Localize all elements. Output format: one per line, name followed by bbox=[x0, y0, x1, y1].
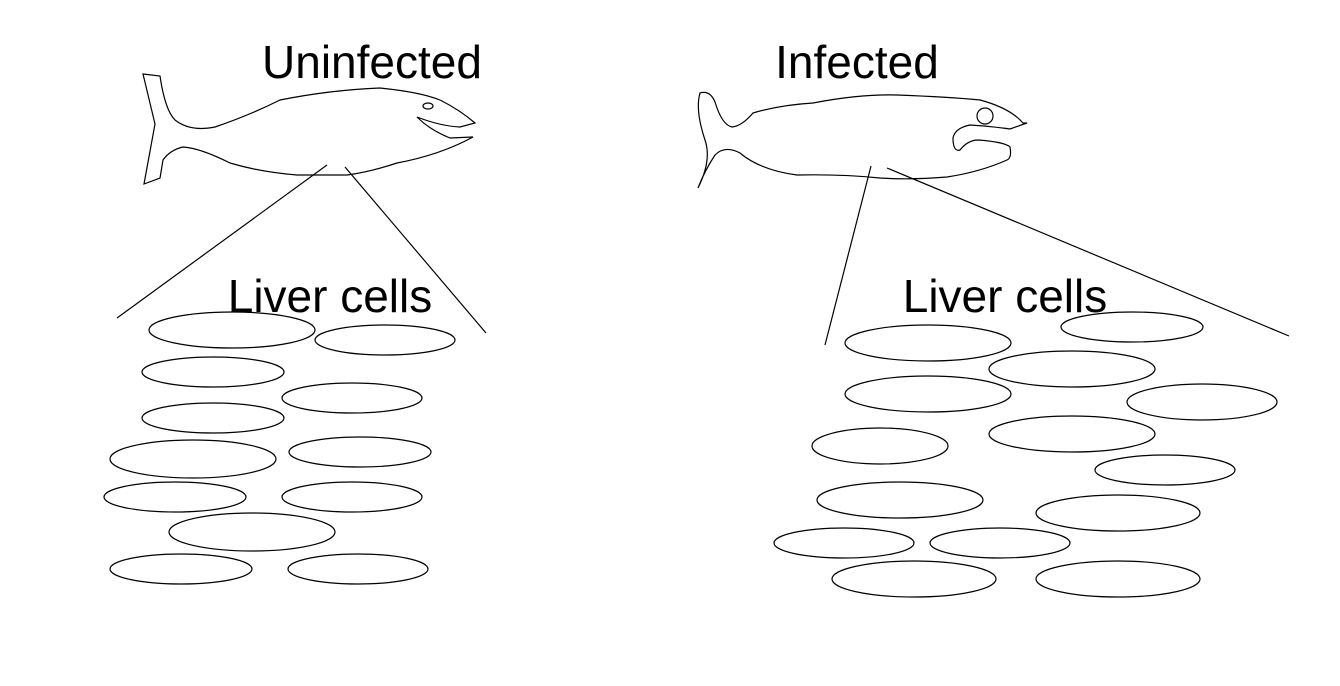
infected-fish bbox=[697, 91, 1028, 189]
liver-cell bbox=[1094, 454, 1236, 486]
liver-cell bbox=[314, 324, 456, 356]
liver-cell bbox=[1035, 494, 1201, 532]
liver-cell bbox=[109, 553, 253, 585]
liver-cell bbox=[988, 415, 1156, 453]
liver-cell bbox=[141, 356, 285, 388]
infected-title: Infected bbox=[775, 36, 939, 88]
liver-cell bbox=[168, 512, 336, 552]
liver-cell bbox=[831, 560, 997, 598]
liver-cell bbox=[1126, 383, 1278, 421]
liver-cell bbox=[1035, 560, 1201, 598]
liver-cell bbox=[281, 481, 423, 513]
uninfected-liver-cells bbox=[103, 311, 456, 585]
liver-cell bbox=[844, 324, 1012, 362]
liver-cell bbox=[816, 481, 984, 519]
liver-cell bbox=[288, 436, 432, 468]
uninfected-fish bbox=[142, 73, 477, 185]
uninfected-panel: Uninfected Liver cells bbox=[103, 36, 487, 585]
liver-cell bbox=[103, 481, 247, 513]
uninfected-cells-label: Liver cells bbox=[228, 270, 433, 322]
liver-cell bbox=[988, 350, 1156, 388]
liver-cell bbox=[148, 311, 316, 349]
infected-cells-label: Liver cells bbox=[903, 270, 1108, 322]
liver-cell bbox=[929, 527, 1071, 559]
infected-liver-cells bbox=[773, 311, 1278, 598]
liver-cell bbox=[844, 375, 1012, 413]
uninfected-title: Uninfected bbox=[262, 36, 482, 88]
zoom-line bbox=[344, 166, 487, 334]
infected-panel: Infected Liver cells bbox=[697, 36, 1290, 598]
zoom-line bbox=[886, 167, 1290, 337]
zoom-line bbox=[824, 165, 872, 346]
liver-cell bbox=[773, 527, 915, 559]
liver-cell bbox=[109, 439, 277, 479]
fish-eye bbox=[422, 102, 434, 110]
liver-cell bbox=[287, 553, 429, 585]
liver-cell bbox=[1060, 311, 1204, 343]
liver-cell bbox=[281, 382, 423, 414]
liver-cell bbox=[141, 402, 285, 434]
zoom-line bbox=[116, 164, 328, 319]
liver-cell bbox=[811, 427, 949, 465]
fish-eye bbox=[976, 107, 994, 125]
